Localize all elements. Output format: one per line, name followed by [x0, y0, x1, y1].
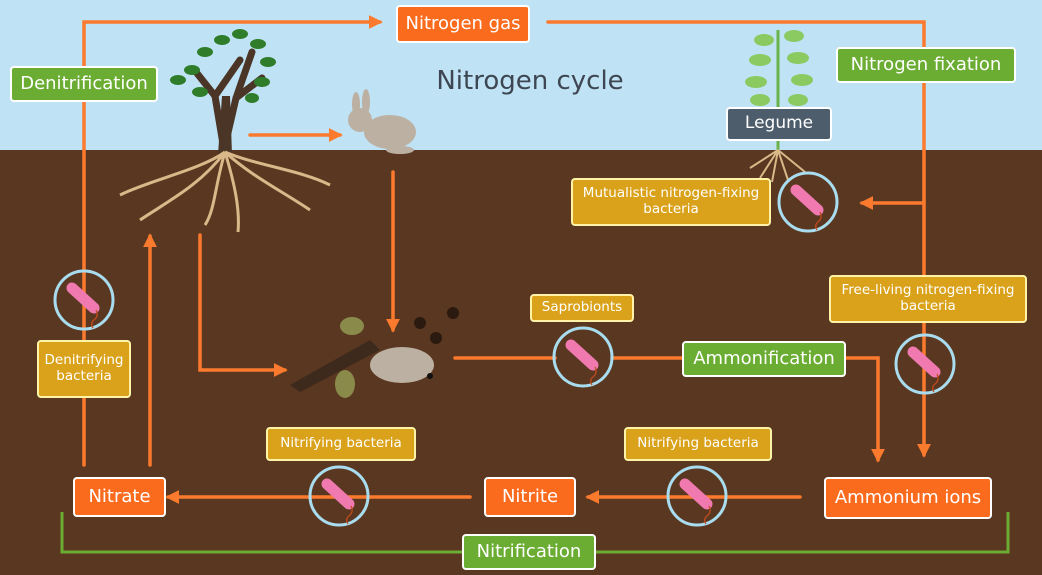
denitrification-label: Denitrification: [10, 66, 158, 102]
legume-label: Legume: [726, 107, 832, 141]
rabbit-icon: [348, 89, 416, 154]
ammonification-label: Ammonification: [682, 341, 846, 377]
nitrite-label: Nitrite: [484, 477, 576, 517]
diagram-title: Nitrogen cycle: [436, 66, 624, 96]
flow-arrows: [82, 15, 931, 504]
ammonium-ions-label: Ammonium ions: [824, 477, 992, 519]
nitrate-label: Nitrate: [73, 477, 166, 517]
legume-plant-icon: [745, 30, 813, 183]
nitrification-label: Nitrification: [462, 534, 596, 570]
arrow-denitrification-to-nitrogen-gas: [82, 15, 383, 467]
tree-icon: [119, 29, 331, 233]
free-living-bacteria-label: Free-living nitrogen-fixing bacteria: [829, 275, 1027, 323]
arrow-tree-to-decay: [198, 233, 288, 377]
denitrifying-bacteria-label: Denitrifying bacteria: [37, 340, 131, 398]
decaying-matter-icon: [290, 307, 459, 398]
nitrogen-fixation-label: Nitrogen fixation: [836, 47, 1016, 83]
saprobionts-label: Saprobionts: [530, 294, 634, 322]
nitrifying-bacteria-left-label: Nitrifying bacteria: [266, 427, 416, 461]
nitrifying-bacteria-right-label: Nitrifying bacteria: [624, 427, 772, 461]
nitrogen-gas-label: Nitrogen gas: [396, 5, 530, 43]
arrow-ammonification-to-ammonium: [843, 356, 885, 463]
mutualistic-bacteria-label: Mutualistic nitrogen-fixing bacteria: [571, 178, 771, 226]
